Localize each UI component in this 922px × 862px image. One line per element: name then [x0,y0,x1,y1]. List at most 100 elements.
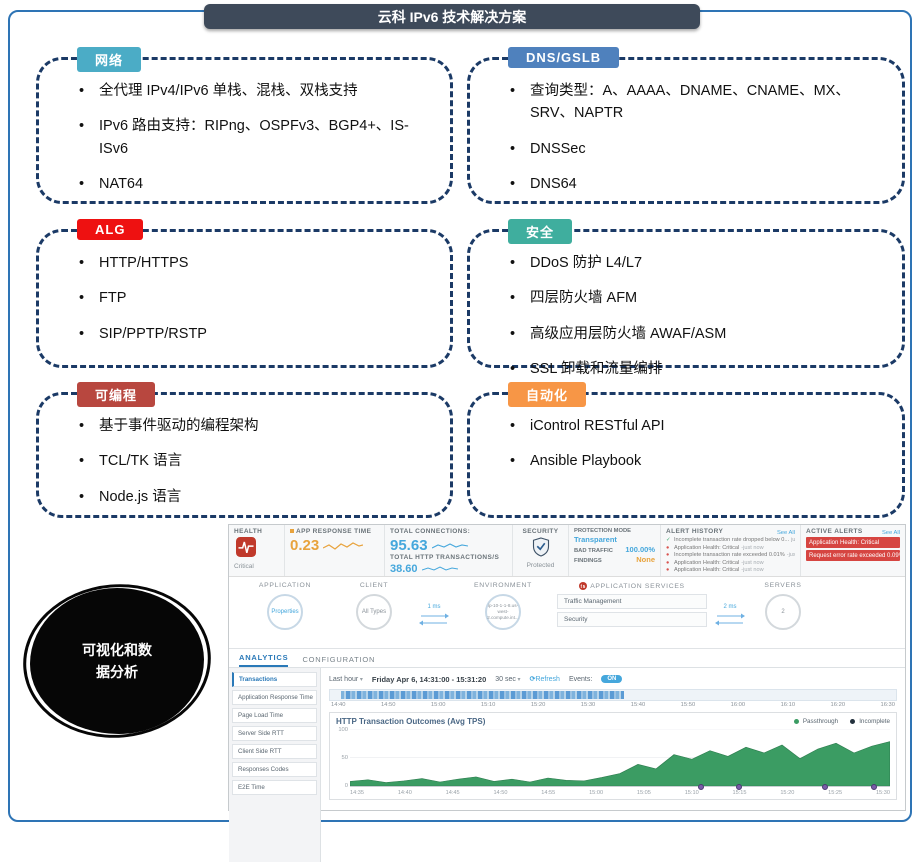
x-tick: 15:30 [875,790,890,796]
event-marker[interactable] [735,784,742,790]
protection-section: PROTECTION MODE Transparent BAD TRAFFIC … [569,525,661,576]
interval-dropdown[interactable]: 30 sec [495,676,520,683]
sidebar-item[interactable]: Server Side RTT [232,726,317,741]
sidebar-item[interactable]: Page Load Time [232,708,317,723]
timeline-tick: 16:20 [830,702,846,708]
refresh-button[interactable]: Refresh [530,675,560,683]
feature-bullet: 全代理 IPv4/IPv6 单栈、混栈、双栈支持 [79,80,424,103]
badge-text-line2: 据分析 [96,664,138,680]
dashboard-tabs: ANALYTICS CONFIGURATION [229,649,905,668]
feature-bullet: 四层防火墙 AFM [510,287,876,310]
application-map: APPLICATION Properties CLIENT All Types … [229,577,905,649]
health-icon [236,537,279,562]
application-properties-node[interactable]: Properties [267,594,303,630]
health-section: HEALTH Critical [229,525,285,576]
visualization-badge: 可视化和数 据分析 [30,588,204,734]
badge-text-line1: 可视化和数 [82,641,152,658]
servers-column-label: SERVERS [764,582,802,589]
service-row[interactable]: Traffic Management [557,594,707,609]
client-node[interactable]: All Types [356,594,392,630]
legend-incomplete-dot [850,719,856,724]
timeline-tick: 15:50 [680,702,696,708]
app-response-time-value: 0.23 [290,537,320,554]
x-tick: 15:20 [780,790,795,796]
feature-bullet: Ansible Playbook [510,450,876,473]
x-tick: 15:25 [828,790,843,796]
alert-text: Incomplete transaction rate dropped belo… [674,537,790,543]
connections-section: TOTAL CONNECTIONS: 95.63 TOTAL HTTP TRAN… [385,525,513,576]
security-label: SECURITY [522,528,559,535]
analytics-main: Last hour Friday Apr 6, 14:31:00 - 15:31… [321,668,905,862]
timeline-tick: 14:40 [331,702,346,708]
total-http-label: TOTAL HTTP TRANSACTIONS/S [390,554,500,561]
health-label: HEALTH [234,528,263,535]
active-alert-banner: Request error rate exceeded 0.09% [806,550,900,561]
y-axis-labels: 100 50 0 [336,727,350,789]
alert-status-icon: ● [666,567,670,574]
time-range-dropdown[interactable]: Last hour [329,676,363,683]
bidirectional-arrow-icon [715,613,745,626]
sidebar-item[interactable]: E2E Time [232,780,317,795]
event-marker[interactable] [822,784,829,790]
feature-bullet-list: 基于事件驱动的编程架构TCL/TK 语言Node.js 语言 [79,415,424,509]
feature-box-programmable: 可编程 基于事件驱动的编程架构TCL/TK 语言Node.js 语言 [36,382,453,518]
feature-box-network-label: 网络 [77,47,142,72]
sidebar-item[interactable]: Responses Codes [232,762,317,777]
tab-analytics[interactable]: ANALYTICS [239,653,289,667]
event-marker[interactable] [870,784,877,790]
total-http-value: 38.60 [390,563,418,575]
feature-bullet: Node.js 语言 [79,486,424,509]
feature-bullet: 基于事件驱动的编程架构 [79,415,424,438]
x-tick: 15:05 [636,790,651,796]
bad-traffic-label: BAD TRAFFIC [574,548,613,554]
alert-history-item: ● Application Health: Critical -just now [666,560,795,568]
feature-bullet: DDoS 防护 L4/L7 [510,252,876,275]
feature-box-dns-gslb-label: DNS/GSLB [508,47,620,68]
sidebar-item[interactable]: Client Side RTT [232,744,317,759]
timeline-tick: 15:00 [430,702,446,708]
timeline-activity-bar[interactable] [329,689,897,701]
x-tick: 14:55 [541,790,556,796]
feature-box-network: 网络 全代理 IPv4/IPv6 单栈、混栈、双栈支持IPv6 路由支持：RIP… [36,47,453,204]
event-marker[interactable] [698,784,704,790]
active-alert-banner: Application Health: Critical [806,537,900,548]
analytics-toolbar: Last hour Friday Apr 6, 14:31:00 - 15:31… [329,672,897,686]
alert-history-list: ✓ Incomplete transaction rate dropped be… [666,537,795,575]
sidebar-item[interactable]: Transactions [232,672,317,687]
feature-bullet: 查询类型：A、AAAA、DNAME、CNAME、MX、SRV、NAPTR [510,80,876,125]
time-range-value: Friday Apr 6, 14:31:00 - 15:31:20 [371,674,487,684]
analytics-dashboard: HEALTH Critical APP RESPONSE TIME 0.23 T… [228,524,906,862]
feature-box-security-label: 安全 [508,219,573,244]
active-alerts-see-all-link[interactable]: See All [881,529,900,536]
alert-history-see-all-link[interactable]: See All [776,529,795,536]
alert-history-item: ✓ Incomplete transaction rate dropped be… [666,537,795,545]
findings-label: FINDINGS [574,558,602,564]
tab-configuration[interactable]: CONFIGURATION [302,655,376,664]
feature-bullet: DNSSec [510,138,876,161]
feature-bullet: 高级应用层防火墙 AWAF/ASM [510,323,876,346]
protection-mode-label: PROTECTION MODE [574,528,632,534]
feature-box-automation: 自动化 iControl RESTful APIAnsible Playbook [467,382,905,518]
shield-icon [518,537,563,562]
timeline-tick: 15:30 [580,702,596,708]
feature-bullet: FTP [79,287,424,310]
chart-plot-area [350,729,890,790]
alert-text: Application Health: Critical [674,567,740,574]
servers-node[interactable]: 2 [765,594,801,630]
events-toggle[interactable]: ON [601,675,623,683]
environment-node[interactable]: ip-10-1-1-8.us-west-2.compute.int... [485,594,521,630]
feature-box-alg-label: ALG [77,219,144,240]
feature-bullet-list: iControl RESTful APIAnsible Playbook [510,415,876,473]
total-connections-label: TOTAL CONNECTIONS: [390,528,471,535]
service-row[interactable]: Security [557,612,707,627]
alert-time: -just now [741,544,764,551]
alert-text: Application Health: Critical [674,544,740,551]
bidirectional-arrow-icon [419,613,449,626]
x-tick: 14:35 [350,790,364,796]
sidebar-item[interactable]: Application Response Time [232,690,317,705]
tps-chart-svg [350,729,890,786]
feature-box-security: 安全 DDoS 防护 L4/L7 四层防火墙 AFM 高级应用层防火墙 AWAF/A… [467,219,905,381]
alert-text: Incomplete transaction rate exceeded 0.0… [674,552,785,559]
